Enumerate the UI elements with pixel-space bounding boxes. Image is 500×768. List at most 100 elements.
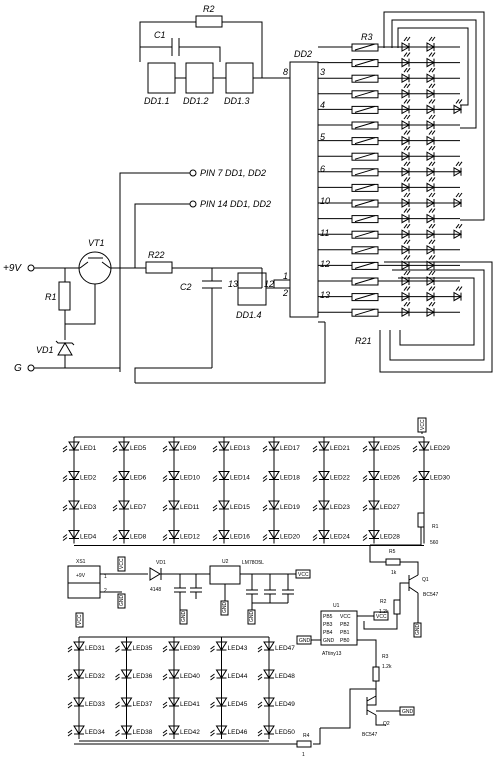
led-icon (168, 530, 180, 540)
led-icon (426, 260, 436, 271)
led-ray (412, 478, 418, 482)
led-label: LED16 (230, 534, 250, 541)
r3-label: R3 (382, 654, 389, 660)
vcc-tag-label: VCC (298, 572, 309, 578)
led-ray (403, 67, 408, 73)
gnd-tag (413, 622, 422, 638)
led-label: LED27 (380, 504, 400, 511)
r1-value: 560 (430, 540, 439, 546)
led-ray (406, 301, 411, 307)
vcc-tag (295, 569, 311, 579)
out-label: 13 (320, 290, 330, 300)
led-icon (68, 471, 80, 481)
led-label: LED26 (380, 475, 400, 482)
led-ray (362, 507, 368, 512)
resistor-slash (354, 293, 376, 301)
vt1-collector (79, 261, 89, 269)
led-ray (262, 507, 268, 512)
led-icon (401, 213, 411, 224)
u1-pin: PB4 (323, 630, 333, 636)
resistor-bank (318, 43, 460, 317)
r1-label: R1 (432, 524, 439, 530)
led-ray (67, 648, 73, 653)
led-icon (318, 500, 330, 510)
r2-resistor (195, 15, 223, 28)
led-label: LED29 (430, 445, 450, 452)
led-ray (428, 239, 433, 245)
c1-label: C1 (154, 30, 166, 40)
led-icon (218, 530, 230, 540)
led-icon (426, 42, 436, 52)
r2-wire (363, 614, 398, 630)
dd2-pin1: 1 (283, 271, 288, 281)
led-icon (453, 229, 463, 240)
led-icon (401, 151, 411, 162)
led-ray (67, 676, 73, 681)
dd1-4-out-wire (273, 279, 290, 288)
led-ray (312, 504, 318, 509)
led-icon (120, 641, 133, 651)
u1-pb0-wire (357, 639, 377, 667)
led-icon (68, 500, 80, 510)
led-label: LED41 (180, 701, 200, 708)
led-ray (403, 99, 408, 104)
led-ray (212, 478, 218, 482)
resistor-slash (354, 183, 376, 191)
led-ray (428, 223, 433, 229)
led-icon (426, 57, 436, 68)
resistor-slash (354, 277, 376, 285)
dd1-4-in-pin: 13 (228, 279, 238, 289)
led-ray (406, 239, 411, 245)
q1-collector (408, 574, 419, 581)
led-ray (67, 645, 73, 650)
led-icon (168, 697, 180, 707)
u1-pin: PB2 (340, 622, 350, 628)
led-ray (257, 648, 263, 653)
out-label: 3 (320, 67, 325, 77)
u1-value: ATtiny13 (322, 651, 342, 657)
led-icon (73, 725, 85, 735)
led-ray (257, 729, 263, 734)
led-icon (401, 229, 411, 240)
u1-pin: VCC (340, 614, 351, 620)
vcc-tag (75, 612, 84, 628)
xs1-plus-label: +9V (76, 573, 86, 579)
led-icon (368, 530, 380, 540)
xs1-connector (67, 565, 101, 599)
led-label: LED47 (275, 645, 295, 652)
led-ray (431, 223, 436, 229)
gnd-tag (399, 706, 415, 716)
led-ray (406, 192, 411, 198)
led-ray (406, 130, 411, 135)
led-ray (115, 676, 120, 681)
led-icon (218, 471, 230, 481)
led-ray (312, 445, 318, 450)
led-icon (268, 500, 280, 510)
r4-value: 1 (302, 752, 305, 758)
led-ray (212, 507, 218, 512)
led-label: LED44 (228, 673, 248, 680)
resistor-slash (354, 105, 376, 113)
led-label: LED4 (80, 534, 97, 541)
led-loop (389, 269, 485, 361)
q2-wire (375, 715, 386, 726)
led-ray (403, 255, 408, 260)
led-ray (257, 732, 263, 737)
led-ray (262, 537, 268, 541)
led-label: LED12 (180, 534, 200, 541)
led-icon (215, 669, 228, 679)
led-ray (403, 223, 408, 229)
pin7-wire (119, 172, 190, 372)
vcc-tag (373, 611, 389, 621)
gnd-bus (134, 367, 212, 383)
led-label: LED17 (280, 445, 300, 452)
led-label: LED25 (380, 445, 400, 452)
led-ray (262, 504, 268, 509)
led-ray (212, 534, 218, 538)
led-ray (428, 208, 433, 213)
vcc-tag-label: VCC (119, 558, 125, 569)
led-ray (431, 177, 436, 182)
out-label: 12 (320, 259, 330, 269)
